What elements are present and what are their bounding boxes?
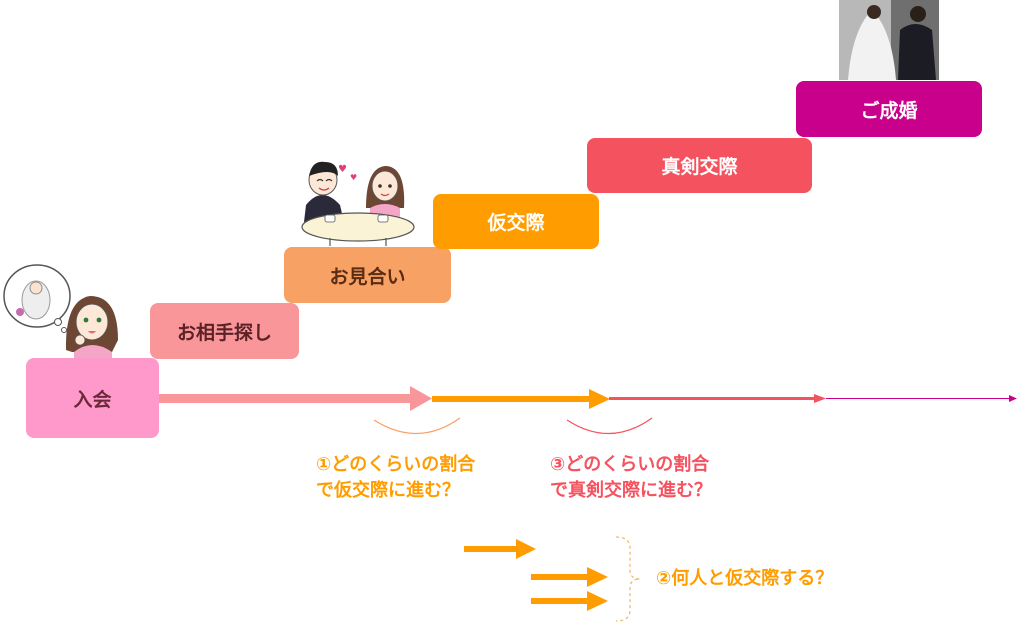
arrow-provisional-to-serious	[432, 389, 610, 409]
arrow-marriage-end	[826, 395, 1017, 402]
arc-q1	[373, 417, 461, 435]
question-2-label: ②何人と仮交際する？	[656, 568, 834, 589]
step-join-label: 入会	[73, 388, 112, 411]
multi-arrow-3	[531, 591, 608, 611]
question-2: ②何人と仮交際する？	[656, 566, 833, 592]
step-search: お相手探し	[150, 303, 299, 359]
step-omiai-label: お見合い	[329, 265, 406, 288]
step-search-label: お相手探し	[176, 321, 272, 344]
question-1: ①どのくらいの割合 で仮交際に進む？	[316, 452, 475, 504]
step-serious-label: 真剣交際	[661, 156, 738, 178]
question-3-line1: ③どのくらいの割合	[550, 454, 710, 475]
multi-arrow-2	[531, 567, 608, 587]
arrow-serious-to-marriage	[609, 394, 826, 403]
question-1-line2: で仮交際に進む？	[316, 480, 460, 501]
svg-text:♥: ♥	[338, 164, 347, 175]
step-marriage-label: ご成婚	[860, 99, 918, 122]
step-provisional-label: 仮交際	[487, 212, 545, 234]
step-join: 入会	[26, 358, 159, 438]
question-1-line1: ①どのくらいの割合	[316, 454, 476, 475]
question-3-line2: で真剣交際に進む？	[550, 480, 712, 501]
arc-q3	[566, 417, 653, 435]
question-3: ③どのくらいの割合 で真剣交際に進む？	[550, 452, 712, 504]
step-provisional: 仮交際	[433, 194, 599, 249]
multi-arrow-1	[464, 539, 536, 559]
step-marriage: ご成婚	[796, 81, 982, 137]
svg-text:♥: ♥	[350, 173, 357, 182]
step-serious: 真剣交際	[587, 138, 812, 193]
step-omiai: お見合い	[284, 247, 451, 303]
arrow-join-to-provisional	[159, 386, 432, 411]
